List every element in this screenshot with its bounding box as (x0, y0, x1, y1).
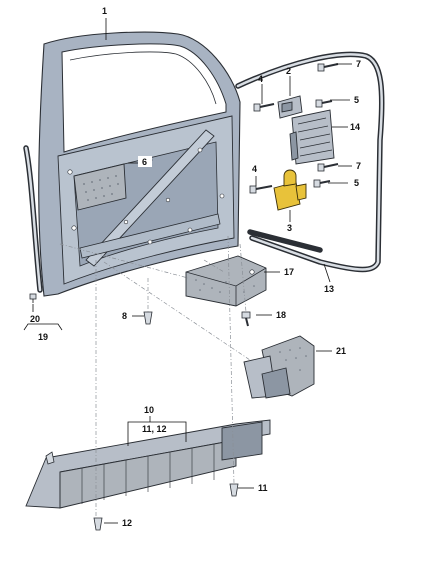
clip-8 (143, 311, 153, 325)
foam-block (185, 255, 267, 307)
callout-17: 17 (284, 267, 294, 277)
clip-12 (93, 517, 103, 531)
callout-6: 6 (142, 157, 147, 167)
callout-18: 18 (276, 310, 286, 320)
callout-12: 12 (122, 518, 132, 528)
callout-21: 21 (336, 346, 346, 356)
bolt-7-upper (317, 63, 339, 72)
callout-7-upper: 7 (356, 59, 361, 69)
door-seal (235, 51, 385, 273)
door-shell (38, 31, 241, 297)
lower-hinge-yellow (273, 169, 307, 222)
callout-11: 11 (258, 483, 268, 493)
leader-lines (23, 18, 352, 524)
callout-4-upper: 4 (258, 74, 263, 84)
bolt-4-upper (253, 103, 275, 112)
callout-14: 14 (350, 122, 360, 132)
door-check-strap (289, 109, 335, 165)
callout-20: 20 (30, 314, 40, 324)
seal-clip (29, 293, 37, 303)
callout-1: 1 (102, 6, 107, 16)
callout-19: 19 (38, 332, 48, 342)
insulation-bracket (243, 335, 315, 399)
callout-13: 13 (324, 284, 334, 294)
sill-trim (25, 419, 271, 509)
callout-4-lower: 4 (252, 164, 257, 174)
clip-11 (229, 483, 239, 497)
bolt-7-lower (317, 163, 339, 172)
bolt-5-lower (313, 179, 331, 188)
callout-5-lower: 5 (354, 178, 359, 188)
callout-2: 2 (286, 66, 291, 76)
upper-hinge (277, 95, 303, 119)
screw-18 (241, 311, 251, 327)
bolt-4-lower (249, 185, 273, 194)
callout-8: 8 (122, 311, 127, 321)
callout-10: 10 (144, 405, 154, 415)
callout-5-upper: 5 (354, 95, 359, 105)
callout-7-lower: 7 (356, 161, 361, 171)
callout-11-12: 11, 12 (142, 424, 167, 434)
bolt-5-upper (315, 99, 333, 108)
sound-damping-panel (73, 163, 127, 211)
callout-3: 3 (287, 223, 292, 233)
